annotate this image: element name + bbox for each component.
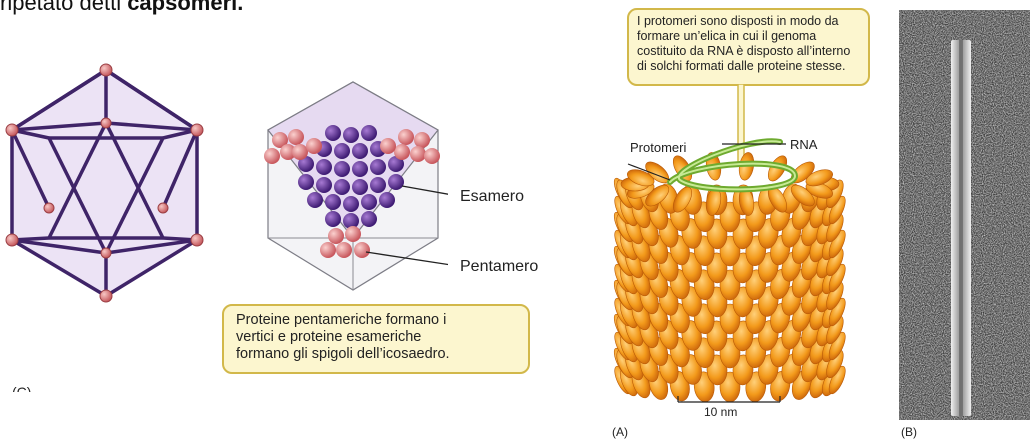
panel-c-label: (C): [12, 384, 31, 392]
panel-a-label: (A): [612, 425, 628, 439]
capsomer-callout: Proteine pentameriche formano i vertici …: [222, 304, 530, 374]
tmv-micrograph: [899, 10, 1030, 420]
protomeri-label: Protomeri: [630, 140, 686, 155]
rna-label: RNA: [790, 137, 817, 152]
icosahedron-wireframe: [0, 60, 220, 310]
page-title: ripetato detti capsomeri.: [0, 0, 243, 16]
helix-callout: I protomeri sono disposti in modo da for…: [627, 8, 870, 86]
panel-b-label: (B): [901, 425, 917, 439]
pentamero-label: Pentamero: [460, 258, 538, 276]
esamero-label: Esamero: [460, 188, 524, 206]
helical-capsid-diagram: [610, 84, 880, 414]
scale-bar-label: 10 nm: [704, 405, 737, 419]
icosahedron-capsomers: [258, 78, 448, 298]
